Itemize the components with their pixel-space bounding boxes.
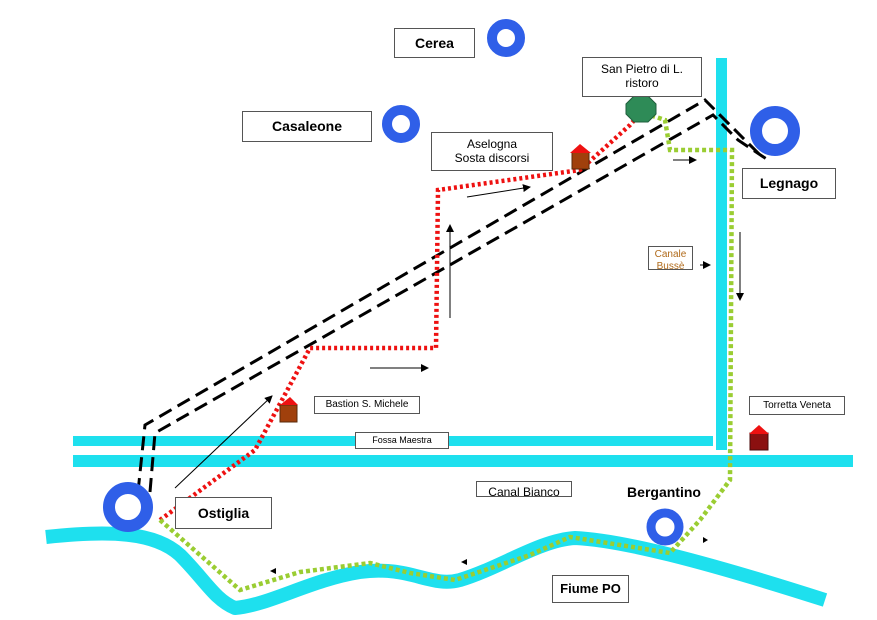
town-ring-icon: [382, 105, 420, 143]
stop-label-torretta: Torretta Veneta: [749, 396, 845, 415]
canal-bianco-channel: [73, 455, 853, 467]
arrow-icon: [270, 568, 276, 574]
town-label-cerea: Cerea: [394, 28, 475, 58]
town-label-bergantino: Bergantino: [620, 479, 708, 505]
waterway-label-fiume-po: Fiume PO: [552, 575, 629, 603]
aselogna-house-icon: [570, 144, 591, 170]
arrow-icon: [174, 395, 273, 489]
po-direction-arrows: [270, 537, 708, 574]
town-ring-icon: [487, 19, 525, 57]
town-label-ostiglia: Ostiglia: [175, 497, 272, 529]
san-pietro-octagon-icon: [625, 95, 657, 123]
stop-label-aselogna: Aselogna Sosta discorsi: [431, 132, 553, 171]
town-label-legnago: Legnago: [742, 168, 836, 199]
bastion-house-icon: [279, 397, 298, 423]
town-ring-icon: [646, 508, 684, 546]
waterway-label-fossa-maestra: Fossa Maestra: [355, 432, 449, 449]
direction-arrows: [174, 156, 744, 489]
town-label-casaleone: Casaleone: [242, 111, 372, 142]
red-route: [158, 106, 647, 522]
fiume-po-river: [45, 526, 828, 615]
canale-busse-channel: [716, 58, 727, 450]
waterway-label-canale-busse: Canale Bussè: [648, 246, 693, 270]
stop-label-san-pietro: San Pietro di L. ristoro: [582, 57, 702, 97]
town-ring-icon: [103, 482, 153, 532]
torretta-house-icon: [749, 425, 769, 451]
town-ring-icon: [750, 106, 800, 156]
arrow-icon: [466, 184, 531, 198]
railway-line: [136, 98, 769, 493]
green-route: [158, 112, 735, 593]
arrow-icon: [703, 537, 708, 543]
waterway-label-canal-bianco: Canal Bianco: [476, 481, 572, 497]
arrow-icon: [461, 559, 467, 565]
stop-label-bastion: Bastion S. Michele: [314, 396, 420, 414]
